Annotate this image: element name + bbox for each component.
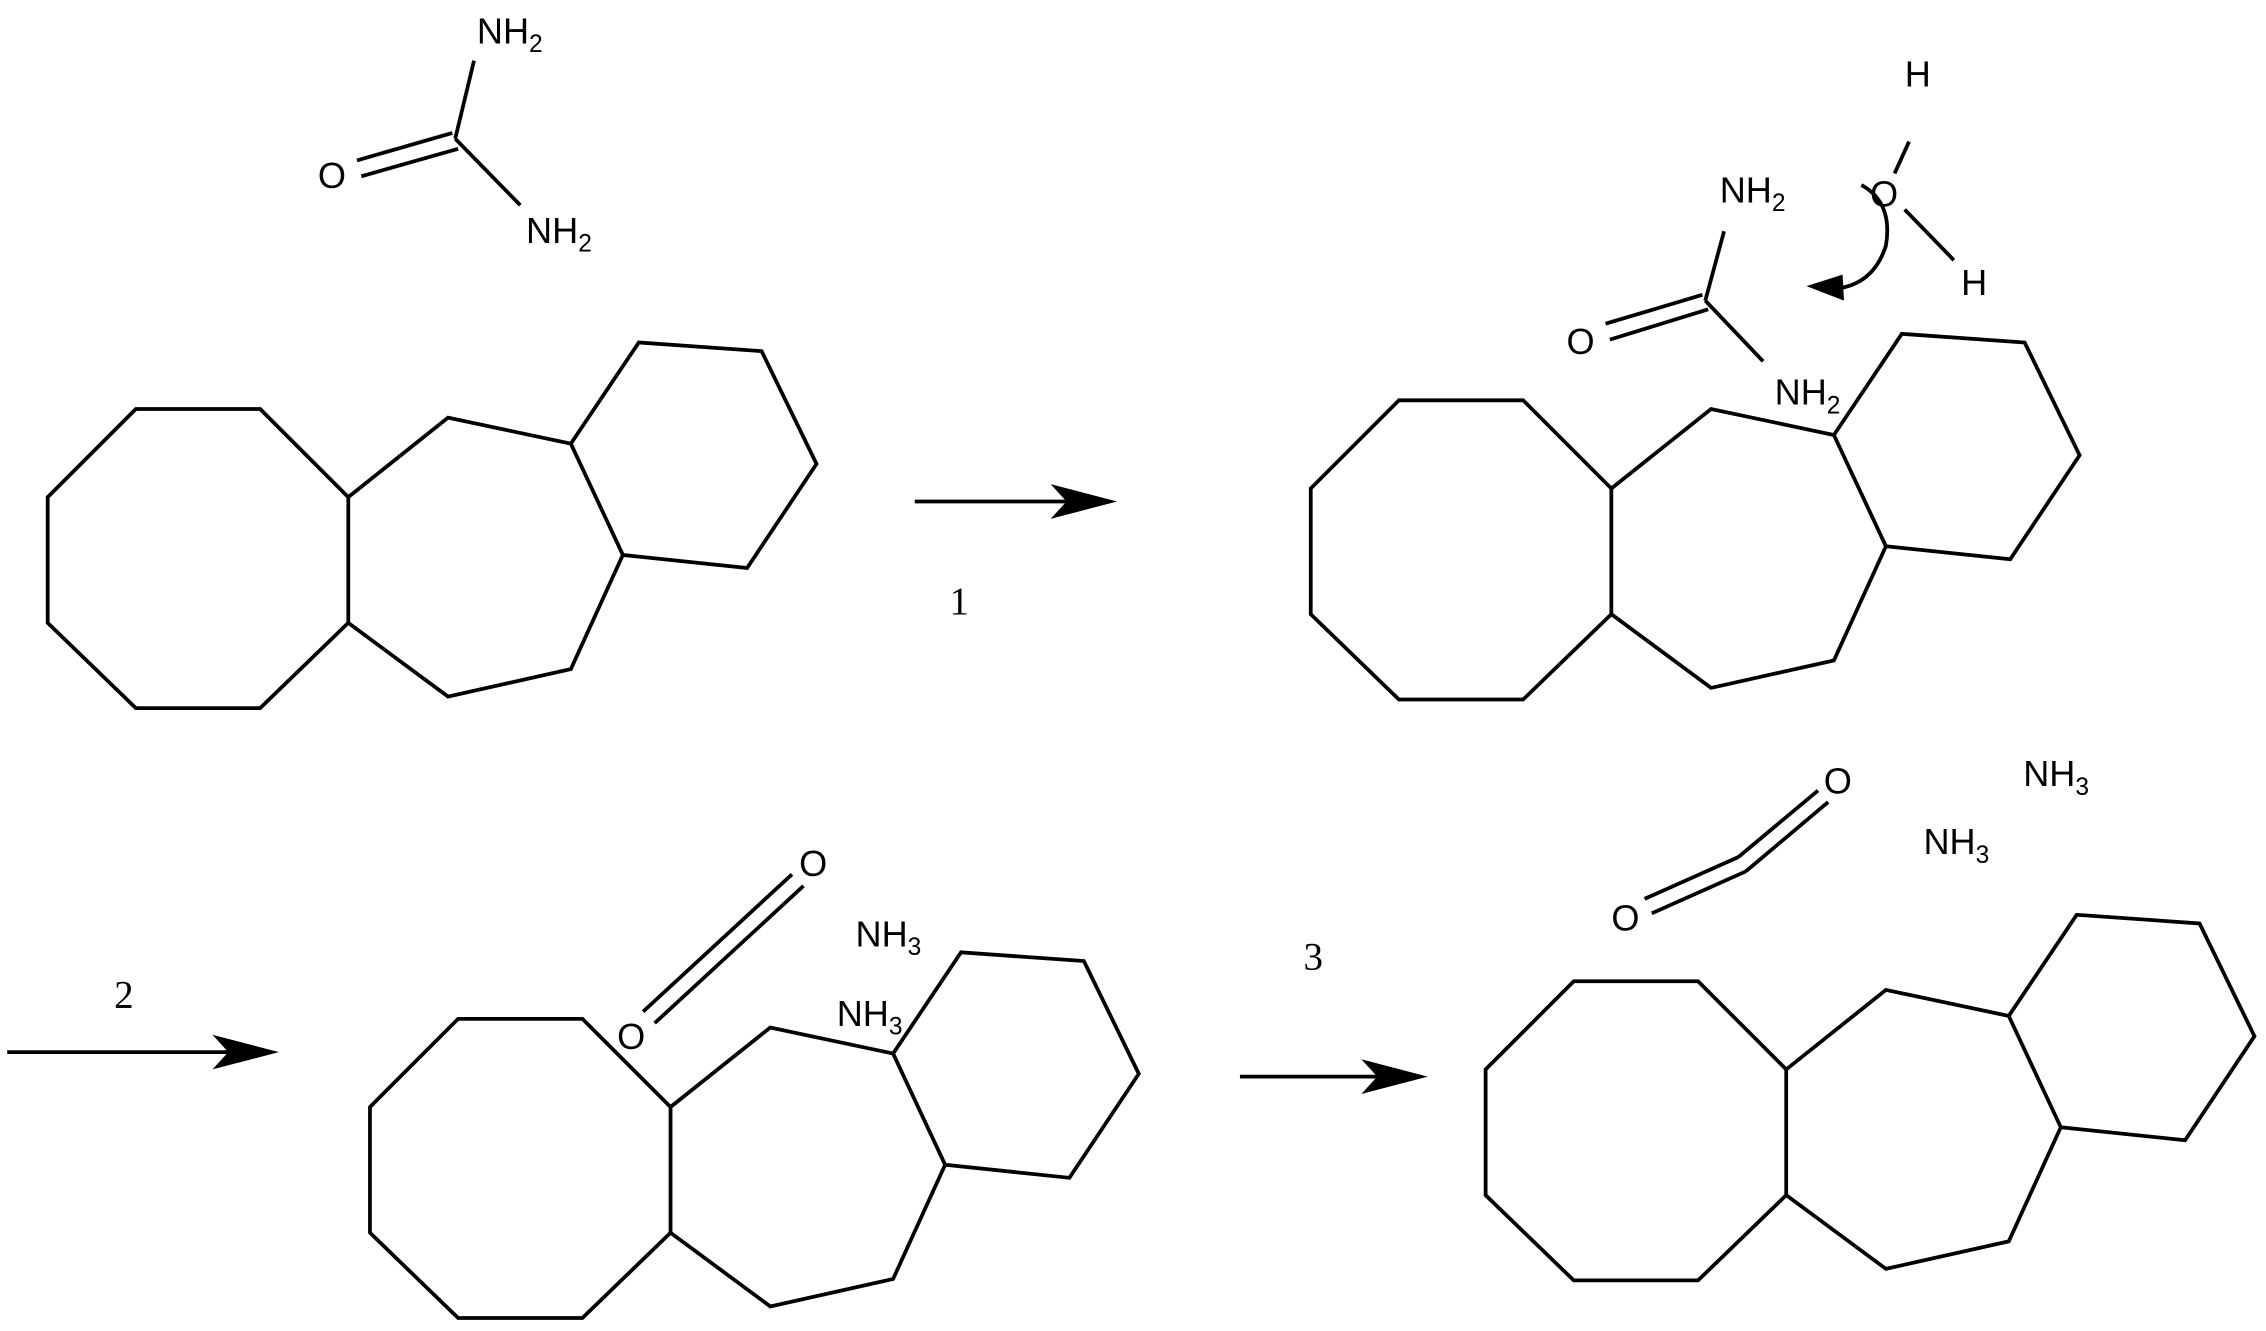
- step-label: 2: [114, 973, 133, 1016]
- oxygen-label: O: [1824, 760, 1852, 801]
- amine-label: NH2: [1775, 372, 1841, 420]
- oxygen-label: O: [1611, 898, 1639, 939]
- reaction-arrow-3: 3: [1239, 936, 1428, 1094]
- tricyclic-skeleton-intermediate-2: [368, 950, 1141, 1320]
- ammonia-label: NH3: [856, 914, 922, 962]
- carbon-dioxide-1: O O: [617, 843, 827, 1057]
- arrowhead-icon: [1806, 274, 1845, 301]
- oxygen-label: O: [617, 1016, 645, 1057]
- oxygen-label: O: [799, 843, 827, 884]
- ammonia-label: NH3: [2023, 753, 2089, 801]
- step-label: 1: [949, 580, 969, 623]
- reaction-arrow-1: 1: [914, 484, 1118, 623]
- ammonia-label: NH3: [1923, 821, 1989, 869]
- tricyclic-skeleton-product: [1483, 912, 2257, 1283]
- urea-molecule-1: O NH2 NH2: [318, 10, 592, 257]
- step-label: 3: [1304, 936, 1324, 979]
- amine-label: NH2: [526, 210, 592, 258]
- oxygen-label: O: [1567, 321, 1595, 362]
- hydrogen-label: H: [1905, 54, 1931, 95]
- carbon-dioxide-2: O O: [1611, 760, 1852, 938]
- tricyclic-skeleton-reactant: [45, 340, 819, 711]
- oxygen-label: O: [318, 155, 346, 196]
- amine-label: NH2: [1720, 169, 1786, 217]
- curved-electron-arrow: [1832, 183, 1890, 291]
- reaction-arrow-2: 2: [7, 973, 279, 1070]
- hydrogen-label: H: [1961, 262, 1987, 303]
- tricyclic-skeleton-intermediate-1: [1308, 331, 2082, 702]
- urea-molecule-2: O NH2 NH2: [1567, 169, 1841, 419]
- amine-label: NH2: [477, 10, 543, 58]
- water-molecule: H O H: [1806, 54, 1987, 303]
- ammonia-label: NH3: [837, 993, 903, 1041]
